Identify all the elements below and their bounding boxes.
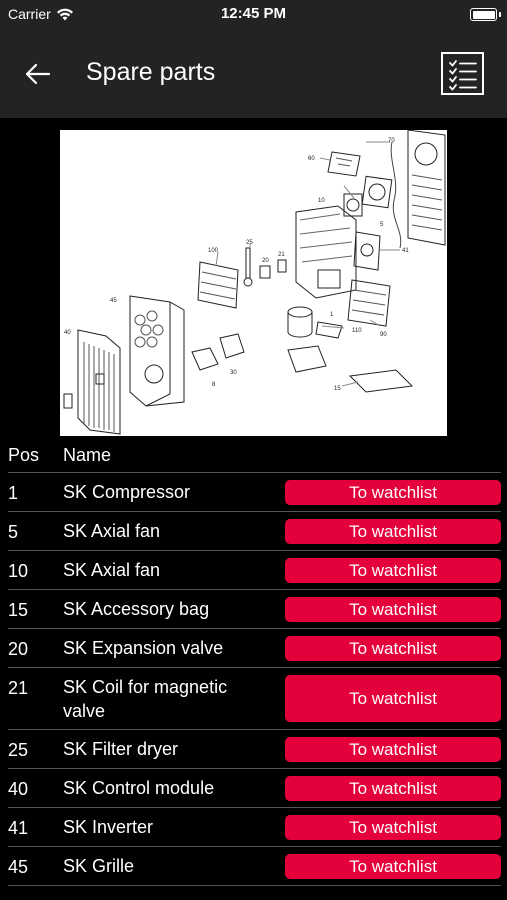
- status-bar: Carrier 12:45 PM: [0, 0, 507, 30]
- nav-bar: Spare parts: [0, 30, 507, 118]
- row-name: SK Control module: [63, 778, 215, 798]
- table-row: 10 SK Axial fan To watchlist: [8, 551, 501, 590]
- svg-text:45: 45: [110, 298, 117, 304]
- table-header: Pos Name: [8, 436, 501, 473]
- row-pos: 25: [8, 740, 29, 760]
- to-watchlist-button[interactable]: To watchlist: [285, 519, 501, 544]
- svg-text:20: 20: [262, 258, 269, 264]
- svg-text:40: 40: [64, 330, 71, 336]
- row-name: SK Axial fan: [63, 521, 161, 541]
- to-watchlist-button[interactable]: To watchlist: [285, 776, 501, 801]
- to-watchlist-button[interactable]: To watchlist: [285, 597, 501, 622]
- carrier-label: Carrier: [8, 6, 51, 22]
- row-name: SK Filter dryer: [63, 739, 179, 759]
- arrow-left-icon: [25, 63, 51, 85]
- table-row: 15 SK Accessory bag To watchlist: [8, 590, 501, 629]
- svg-text:30: 30: [230, 370, 237, 376]
- parts-drawing: 70 60 10 5 41 100 25 20 21 15 40 1 110 9…: [63, 130, 446, 435]
- svg-text:60: 60: [308, 156, 315, 162]
- checklist-icon: [449, 60, 477, 91]
- to-watchlist-button[interactable]: To watchlist: [285, 636, 501, 661]
- row-pos: 1: [8, 483, 19, 503]
- row-name: SK Axial fan: [63, 560, 161, 580]
- row-pos: 45: [8, 857, 29, 877]
- table-row: 21 SK Coil for magnetic valve To watchli…: [8, 668, 501, 730]
- to-watchlist-button[interactable]: To watchlist: [285, 675, 501, 722]
- svg-text:21: 21: [278, 252, 285, 258]
- svg-text:110: 110: [352, 328, 362, 334]
- table-row: 41 SK Inverter To watchlist: [8, 808, 501, 847]
- svg-text:15: 15: [334, 386, 341, 392]
- battery-tip: [499, 12, 501, 17]
- table-row: 5 SK Axial fan To watchlist: [8, 512, 501, 551]
- row-name: SK Coil for magnetic valve: [63, 677, 228, 721]
- svg-text:41: 41: [402, 248, 409, 254]
- svg-text:100: 100: [208, 248, 219, 254]
- table-row: 40 SK Control module To watchlist: [8, 769, 501, 808]
- table-row: 45 SK Grille To watchlist: [8, 847, 501, 886]
- row-name: SK Accessory bag: [63, 599, 210, 619]
- to-watchlist-button[interactable]: To watchlist: [285, 815, 501, 840]
- row-pos: 20: [8, 639, 29, 659]
- row-pos: 10: [8, 561, 29, 581]
- row-name: SK Compressor: [63, 482, 191, 502]
- svg-text:5: 5: [380, 222, 384, 228]
- svg-text:70: 70: [388, 138, 395, 144]
- header-name: Name: [63, 445, 112, 465]
- table-row: 20 SK Expansion valve To watchlist: [8, 629, 501, 668]
- svg-text:90: 90: [380, 332, 387, 338]
- row-pos: 41: [8, 818, 29, 838]
- row-name: SK Expansion valve: [63, 638, 224, 658]
- row-pos: 5: [8, 522, 19, 542]
- page-title: Spare parts: [86, 58, 216, 86]
- back-button[interactable]: [22, 60, 54, 88]
- wifi-icon: [56, 8, 73, 20]
- watchlist-button[interactable]: [441, 52, 484, 95]
- row-pos: 40: [8, 779, 29, 799]
- row-pos: 21: [8, 678, 29, 698]
- row-name: SK Grille: [63, 856, 135, 876]
- table-row: 25 SK Filter dryer To watchlist: [8, 730, 501, 769]
- row-pos: 15: [8, 600, 29, 620]
- status-carrier: Carrier: [8, 6, 74, 22]
- status-time: 12:45 PM: [220, 5, 287, 22]
- battery-icon: [470, 8, 497, 21]
- table-row: 1 SK Compressor To watchlist: [8, 473, 501, 512]
- to-watchlist-button[interactable]: To watchlist: [285, 854, 501, 879]
- svg-text:10: 10: [318, 198, 325, 204]
- svg-text:1: 1: [330, 312, 334, 318]
- spare-parts-table: Pos Name 1 SK Compressor To watchlist 5 …: [8, 436, 501, 886]
- exploded-parts-diagram: 70 60 10 5 41 100 25 20 21 15 40 1 110 9…: [60, 130, 447, 436]
- to-watchlist-button[interactable]: To watchlist: [285, 558, 501, 583]
- to-watchlist-button[interactable]: To watchlist: [285, 737, 501, 762]
- header-pos: Pos: [8, 445, 40, 465]
- to-watchlist-button[interactable]: To watchlist: [285, 480, 501, 505]
- svg-text:8: 8: [212, 382, 216, 388]
- svg-text:25: 25: [246, 240, 253, 246]
- row-name: SK Inverter: [63, 817, 154, 837]
